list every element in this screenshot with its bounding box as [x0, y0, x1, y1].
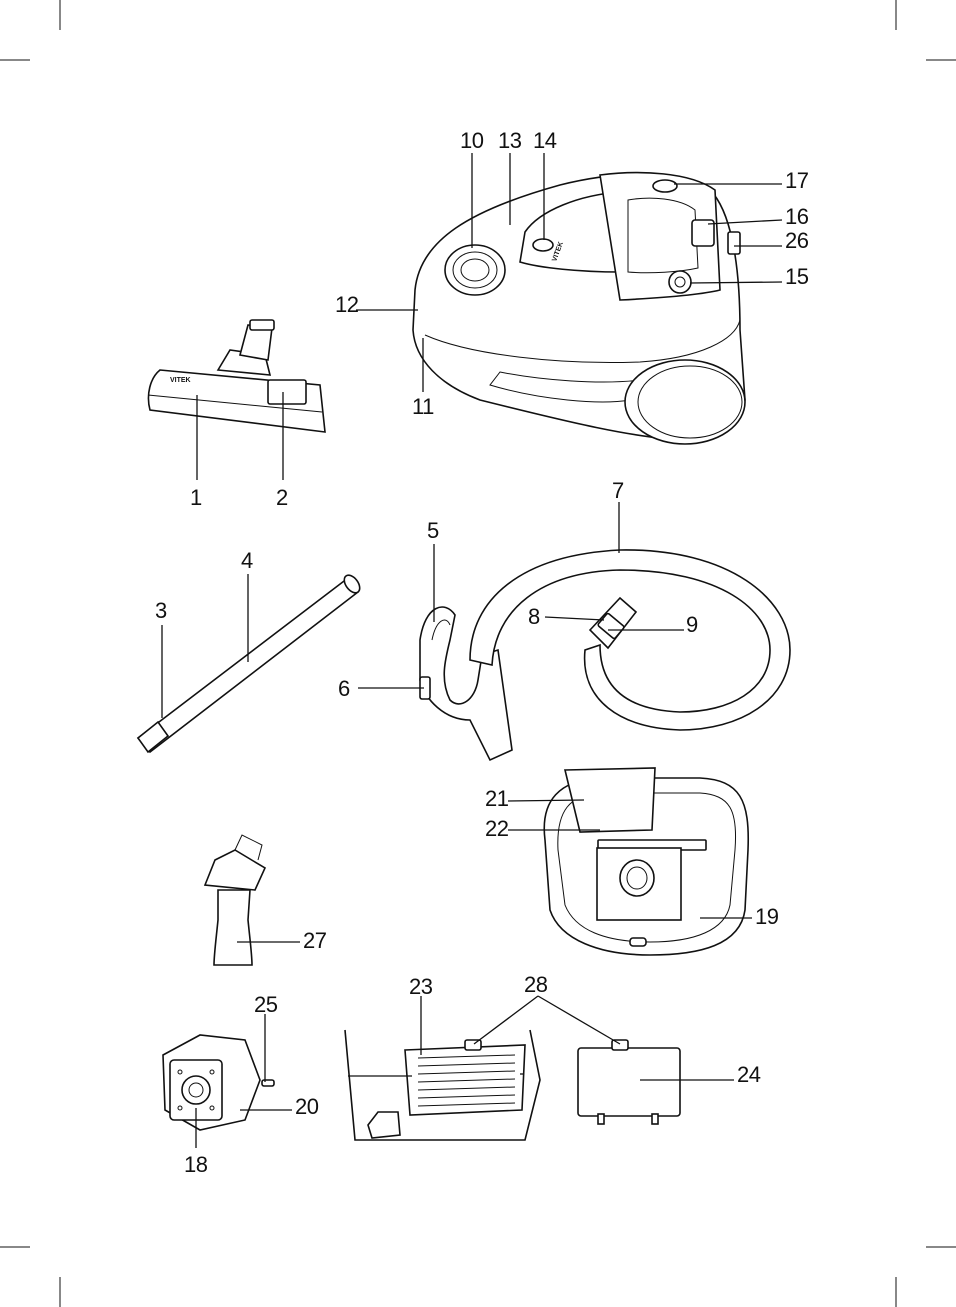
brush-brand: VITEK	[170, 377, 191, 384]
bag-holder	[162, 1034, 275, 1131]
label-20: 20	[295, 1094, 319, 1119]
label-18: 18	[184, 1152, 208, 1177]
dust-bag-compartment	[543, 767, 750, 956]
vacuum-body: VITEK	[412, 171, 746, 445]
label-2: 2	[276, 485, 288, 510]
label-14: 14	[533, 128, 557, 153]
number-labels: 1 2 3 4 5 6 7 8 9 10 11 12 13 14 15 16 1…	[155, 128, 809, 1177]
label-15: 15	[785, 264, 809, 289]
hepa-filter	[577, 1039, 681, 1125]
label-6: 6	[338, 676, 350, 701]
floor-brush: VITEK	[147, 319, 326, 433]
hose-handle	[419, 606, 513, 762]
grille-slots	[417, 1054, 516, 1107]
rear-grille	[344, 1029, 541, 1141]
label-17: 17	[785, 168, 809, 193]
label-4: 4	[241, 548, 253, 573]
label-25: 25	[254, 992, 278, 1017]
label-19: 19	[755, 904, 779, 929]
label-8: 8	[528, 604, 540, 629]
label-1: 1	[190, 485, 202, 510]
label-16: 16	[785, 204, 809, 229]
label-21: 21	[485, 786, 509, 811]
label-26: 26	[785, 228, 809, 253]
label-27: 27	[303, 928, 327, 953]
label-12: 12	[335, 292, 359, 317]
flexible-hose	[469, 549, 791, 731]
label-13: 13	[498, 128, 522, 153]
label-10: 10	[460, 128, 484, 153]
label-22: 22	[485, 816, 509, 841]
crevice-brush	[203, 834, 267, 966]
label-7: 7	[612, 478, 624, 503]
label-11: 11	[412, 394, 434, 419]
label-23: 23	[409, 974, 433, 999]
label-9: 9	[686, 612, 698, 637]
label-5: 5	[427, 518, 439, 543]
label-3: 3	[155, 598, 167, 623]
label-28: 28	[524, 972, 548, 997]
leader-lines	[161, 153, 783, 1148]
label-24: 24	[737, 1062, 761, 1087]
telescopic-tube	[136, 574, 361, 754]
